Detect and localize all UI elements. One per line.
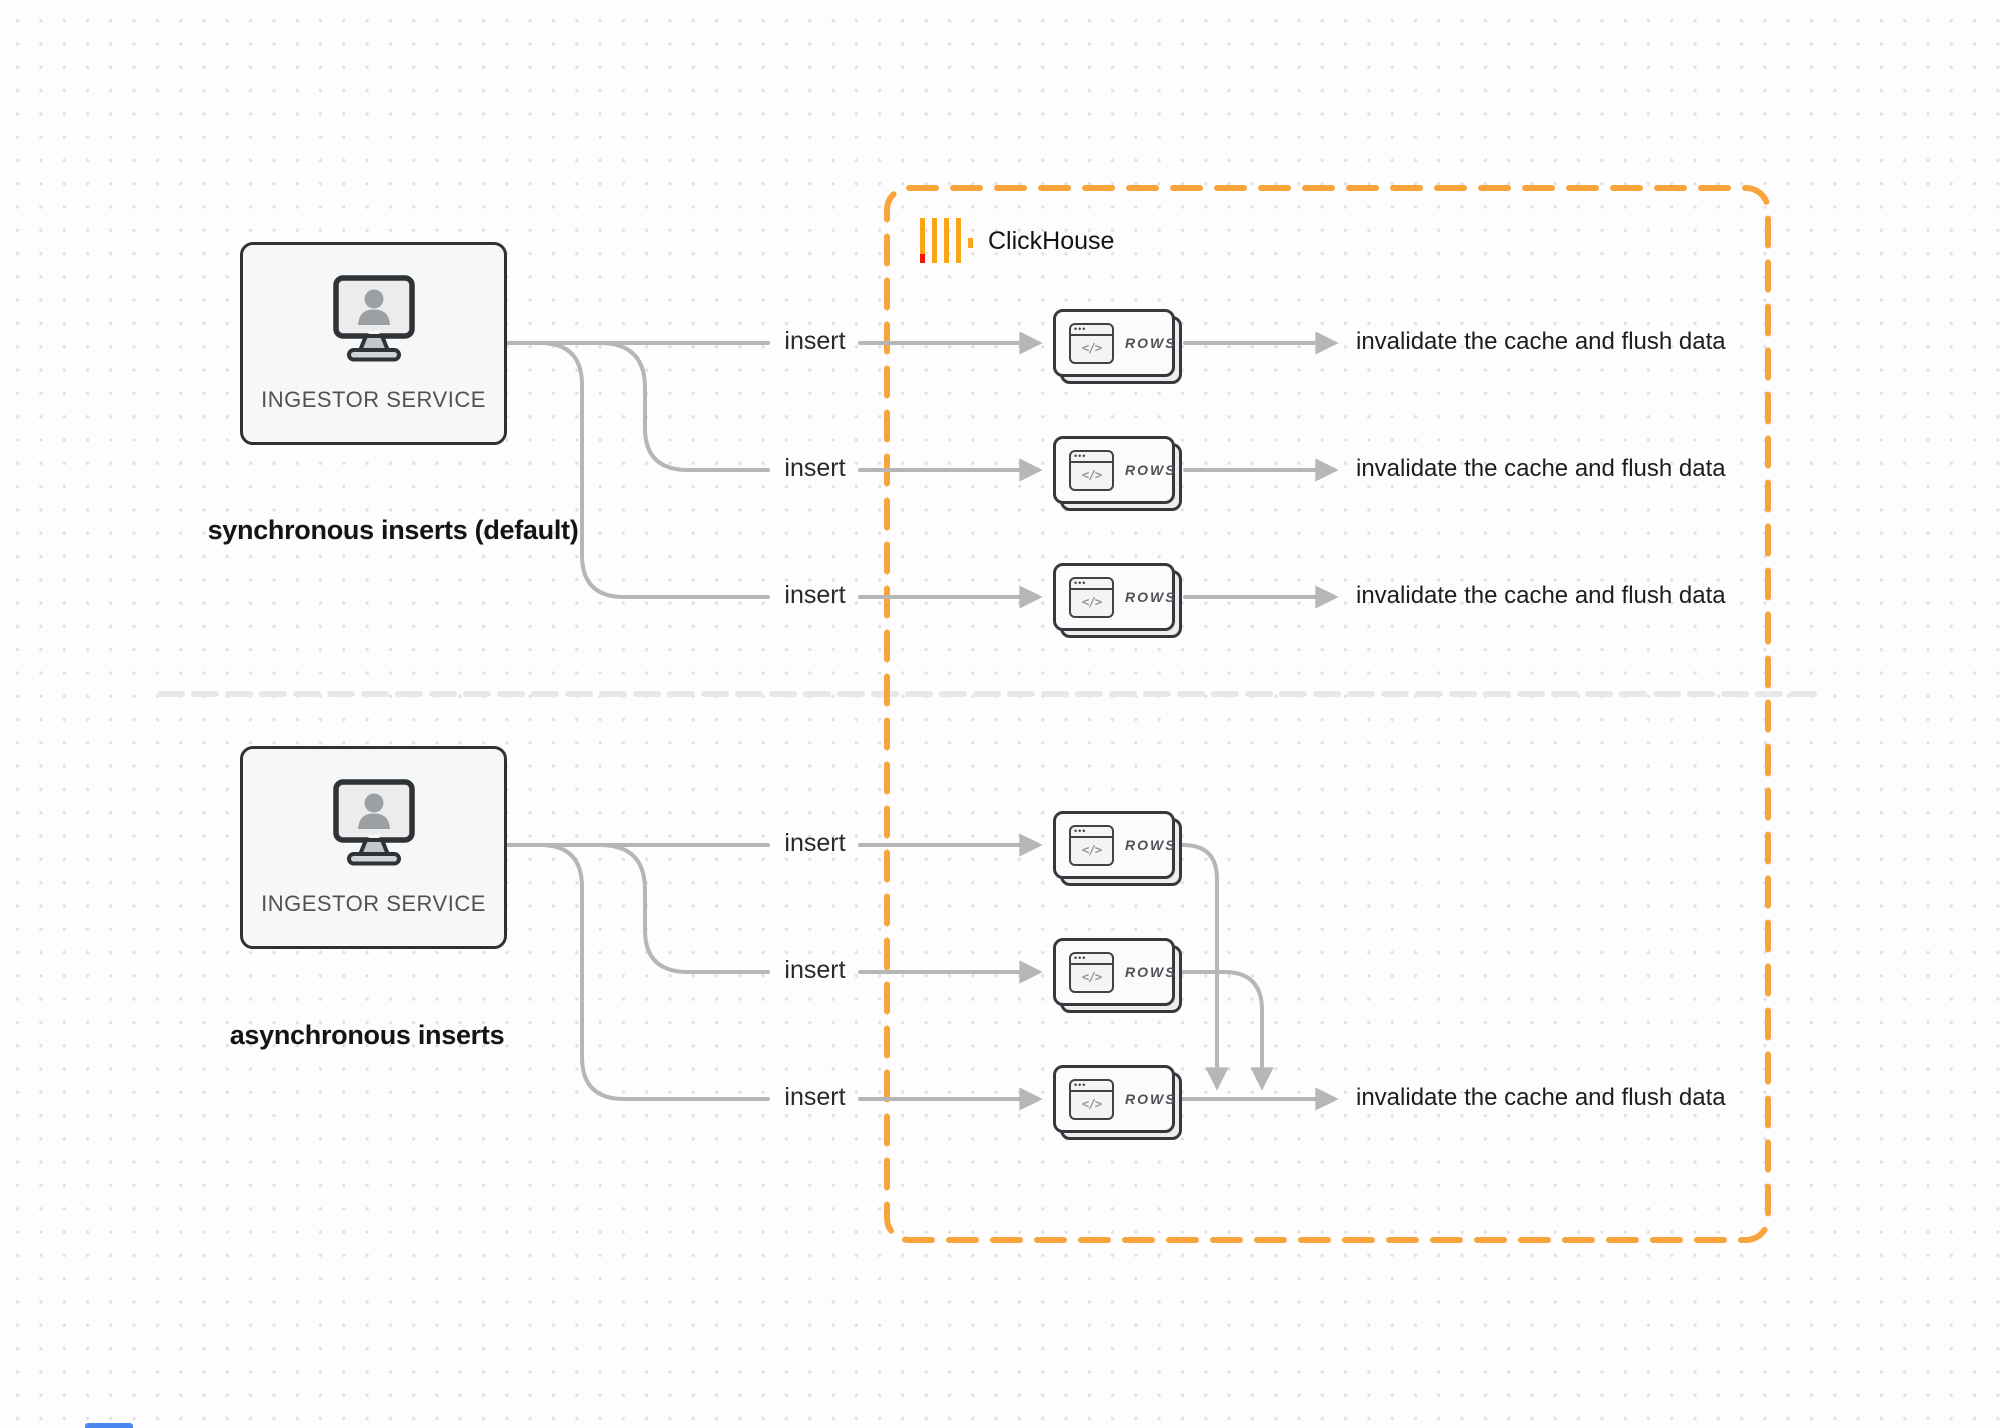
rows-label: ROWS [1125,837,1177,853]
window-dots-icon: ••• [1074,1080,1087,1090]
code-glyph: </> [1081,1095,1103,1111]
rows-label: ROWS [1125,1091,1177,1107]
rows-card-face: ••• </> ROWS [1053,563,1175,631]
clickhouse-logo-bar [944,218,949,263]
rows-card: ••• </> ROWS [1053,436,1182,511]
insert-label: insert [784,581,846,609]
clickhouse-logo-bar [956,218,961,263]
clickhouse-logo [920,218,973,263]
browser-window-titlebar: ••• [1071,1081,1112,1092]
browser-window-titlebar: ••• [1071,452,1112,463]
browser-window-titlebar: ••• [1071,325,1112,336]
sync-branch-row3 [538,341,770,599]
rows-card: ••• </> ROWS [1053,309,1182,384]
ingestor-service-label: INGESTOR SERVICE [261,890,486,916]
rows-card: ••• </> ROWS [1053,563,1182,638]
rows-card-face: ••• </> ROWS [1053,436,1175,504]
insert-label: insert [784,956,846,984]
async-ingestor-box: INGESTOR SERVICE [240,746,507,949]
clickhouse-boundary [884,185,1771,1243]
code-glyph: </> [1081,339,1103,355]
async-merge-arrow-1 [1181,843,1229,1091]
browser-window-titlebar: ••• [1071,827,1112,838]
rows-card: ••• </> ROWS [1053,1065,1182,1140]
window-dots-icon: ••• [1074,826,1087,836]
monitor-user-icon [332,274,415,361]
result-label: invalidate the cache and flush data [1356,455,1726,482]
code-glyph: </> [1081,466,1103,482]
monitor-user-icon [332,778,415,865]
async-branch-row2 [598,843,770,974]
insert-label: insert [784,829,846,857]
rows-label: ROWS [1125,462,1177,478]
rows-card-face: ••• </> ROWS [1053,938,1175,1006]
ingestor-service-label: INGESTOR SERVICE [261,386,486,412]
clickhouse-logo-bar-short [968,238,973,248]
rows-card-face: ••• </> ROWS [1053,1065,1175,1133]
browser-window-icon: ••• </> [1069,824,1114,866]
result-label: invalidate the cache and flush data [1356,1084,1726,1111]
browser-window-icon: ••• </> [1069,1078,1114,1120]
result-label: invalidate the cache and flush data [1356,328,1726,355]
window-dots-icon: ••• [1074,578,1087,588]
browser-window-icon: ••• </> [1069,322,1114,364]
async-merge-arrow-2 [1181,970,1274,1091]
clickhouse-logo-bar [932,218,937,263]
window-dots-icon: ••• [1074,953,1087,963]
rows-label: ROWS [1125,335,1177,351]
result-label: invalidate the cache and flush data [1356,582,1726,609]
insert-label: insert [784,327,846,355]
insert-label: insert [784,454,846,482]
browser-window-icon: ••• </> [1069,449,1114,491]
rows-card: ••• </> ROWS [1053,811,1182,886]
sync-branch-row2 [598,341,770,472]
window-dots-icon: ••• [1074,324,1087,334]
insert-label: insert [784,1083,846,1111]
rows-label: ROWS [1125,964,1177,980]
sync-caption: synchronous inserts (default) [207,515,579,545]
rows-label: ROWS [1125,589,1177,605]
sync-ingestor-box: INGESTOR SERVICE [240,242,507,445]
browser-window-titlebar: ••• [1071,579,1112,590]
browser-window-icon: ••• </> [1069,576,1114,618]
async-caption: asynchronous inserts [229,1020,505,1050]
code-glyph: </> [1081,841,1103,857]
browser-window-titlebar: ••• [1071,954,1112,965]
code-glyph: </> [1081,593,1103,609]
rows-card-face: ••• </> ROWS [1053,309,1175,377]
code-glyph: </> [1081,968,1103,984]
window-dots-icon: ••• [1074,451,1087,461]
clickhouse-logo-bar [920,218,925,263]
rows-card-face: ••• </> ROWS [1053,811,1175,879]
clickhouse-label: ClickHouse [988,227,1115,255]
rows-card: ••• </> ROWS [1053,938,1182,1013]
bottom-blue-strip [85,1423,133,1428]
async-branch-row3 [538,843,770,1101]
browser-window-icon: ••• </> [1069,951,1114,993]
